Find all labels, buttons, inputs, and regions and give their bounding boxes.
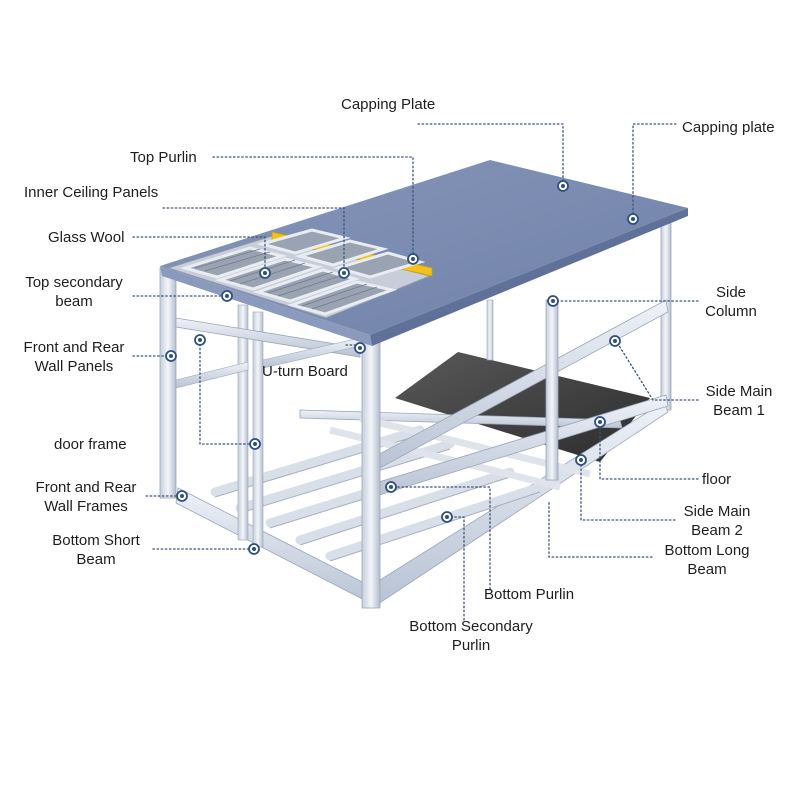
label-floor: floor bbox=[702, 471, 732, 488]
label-side-main-beam-2: Side Main Beam 2 bbox=[683, 503, 751, 539]
leader-capping-plate-right bbox=[627, 123, 677, 225]
floor-panel bbox=[395, 352, 650, 462]
roof-side-face bbox=[370, 208, 688, 346]
label-top-purlin: Top Purlin bbox=[130, 149, 197, 166]
label-door-frame: door frame bbox=[54, 436, 127, 453]
label-bottom-short-beam: Bottom Short Beam bbox=[52, 532, 140, 568]
front-wall-rail-lower bbox=[175, 361, 249, 389]
leader-glass-wool bbox=[132, 236, 271, 279]
back-middle-post bbox=[486, 299, 494, 361]
label-front-rear-wall-frames: Front and Rear Wall Frames bbox=[35, 479, 137, 515]
leader-bottom-purlin bbox=[385, 481, 491, 590]
leader-bottom-long-beam bbox=[548, 501, 653, 558]
leader-top-purlin bbox=[212, 156, 419, 265]
label-front-rear-wall-panels: Front and Rear Wall Panels bbox=[23, 339, 125, 375]
door-post-left bbox=[237, 304, 249, 541]
leader-door-frame bbox=[194, 334, 261, 450]
leader-side-main-beam-1 bbox=[609, 335, 699, 401]
label-side-main-beam-1: Side Main Beam 1 bbox=[705, 383, 773, 419]
leader-side-main-beam-2 bbox=[575, 454, 676, 521]
leader-top-secondary-beam bbox=[132, 290, 233, 302]
leader-u-turn-board bbox=[345, 342, 366, 354]
label-bottom-long-beam: Bottom Long Beam bbox=[664, 542, 750, 578]
leader-front-rear-wall-frames bbox=[145, 490, 188, 502]
roof-front-face bbox=[160, 266, 372, 346]
leader-inner-ceiling-panels bbox=[162, 207, 350, 279]
label-glass-wool: Glass Wool bbox=[48, 229, 125, 246]
leader-capping-plate-top bbox=[417, 123, 569, 192]
leader-side-column bbox=[547, 295, 699, 307]
label-bottom-purlin: Bottom Purlin bbox=[484, 586, 575, 603]
label-top-secondary-beam: Top secondary beam bbox=[25, 274, 123, 310]
label-inner-ceiling-panels: Inner Ceiling Panels bbox=[24, 184, 159, 201]
front-wall-rail bbox=[175, 317, 361, 358]
leader-bottom-secondary-purlin bbox=[441, 511, 465, 621]
label-bottom-secondary-purlin: Bottom Secondary Purlin bbox=[409, 618, 533, 654]
label-side-column: Side Column bbox=[705, 284, 757, 320]
label-u-turn-board: U-turn Board bbox=[262, 363, 348, 380]
leader-bottom-short-beam bbox=[152, 543, 260, 555]
leader-floor bbox=[594, 416, 699, 480]
label-capping-plate-right: Capping plate bbox=[682, 119, 775, 136]
label-capping-plate-top: Capping Plate bbox=[341, 96, 436, 113]
leader-front-rear-wall-panels bbox=[132, 350, 177, 362]
